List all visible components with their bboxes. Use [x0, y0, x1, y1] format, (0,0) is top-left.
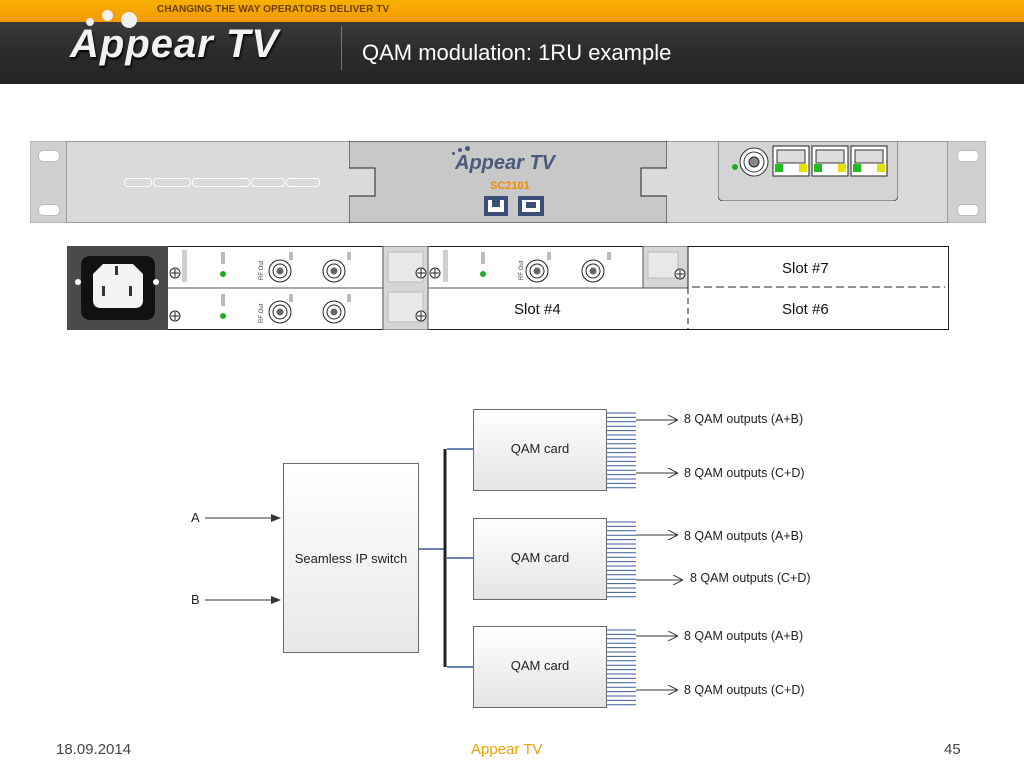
qam-output-label: 8 QAM outputs (C+D) — [684, 683, 805, 697]
vent-slot — [192, 178, 250, 187]
front-panel-logo: Appear TV — [455, 152, 556, 174]
slide-title: QAM modulation: 1RU example — [362, 40, 672, 65]
usb-port-icon — [484, 196, 508, 216]
qam-output-label: 8 QAM outputs (C+D) — [684, 466, 805, 480]
ear-mount-slot — [38, 204, 60, 216]
vent-slot — [153, 178, 191, 187]
front-center-bezel — [349, 141, 667, 223]
qam-card-label: QAM card — [510, 550, 570, 565]
header-divider — [341, 26, 342, 70]
logo-dot — [121, 12, 137, 28]
input-b-label: B — [191, 592, 200, 607]
vent-slot — [251, 178, 285, 187]
brand-logo: Appear TV — [70, 22, 280, 66]
front-io-panel — [718, 141, 898, 201]
ip-switch-block: Seamless IP switch — [283, 463, 419, 653]
logo-dot — [86, 18, 94, 26]
input-a-label: A — [191, 510, 200, 525]
rear-panel: RF Out RF Out RF Out — [67, 246, 949, 330]
power-socket-icon — [93, 264, 143, 308]
signal-flow-diagram — [205, 412, 1024, 706]
ear-mount-slot — [957, 204, 979, 216]
logo-dot — [102, 10, 113, 21]
qam-output-label: 8 QAM outputs (C+D) — [690, 571, 811, 585]
qam-output-label: 8 QAM outputs (A+B) — [684, 529, 804, 543]
page-number: 45 — [944, 741, 961, 758]
qam-output-label: 8 QAM outputs (A+B) — [684, 412, 804, 426]
console-port-icon — [518, 196, 544, 216]
qam-card-block: QAM card — [473, 626, 607, 708]
svg-text:RF Out: RF Out — [519, 260, 525, 280]
model-number: SC2101 — [490, 180, 530, 192]
header-tagline: CHANGING THE WAY OPERATORS DELIVER TV — [157, 4, 390, 15]
logo-dots-icon — [452, 144, 482, 156]
svg-text:RF Out: RF Out — [259, 303, 265, 323]
ear-mount-slot — [38, 150, 60, 162]
footer-date: 18.09.2014 — [56, 741, 132, 758]
qam-output-label: 8 QAM outputs (A+B) — [684, 629, 804, 643]
card-slot-3: RF Out — [428, 246, 689, 289]
card-slot-1: RF Out — [169, 250, 351, 283]
slot-6-label: Slot #6 — [782, 301, 829, 318]
qam-card-label: QAM card — [510, 441, 570, 456]
ip-switch-label: Seamless IP switch — [294, 551, 408, 566]
ear-mount-slot — [957, 150, 979, 162]
qam-card-label: QAM card — [510, 658, 570, 673]
qam-card-block: QAM card — [473, 409, 607, 491]
vent-slot — [124, 178, 152, 187]
card-slot-2: RF Out — [169, 294, 351, 324]
footer-brand: Appear TV — [471, 741, 543, 758]
slot-7-label: Slot #7 — [782, 260, 829, 277]
header-accent-strip — [0, 0, 1024, 22]
qam-card-block: QAM card — [473, 518, 607, 600]
vent-slot — [286, 178, 320, 187]
svg-text:RF Out: RF Out — [259, 260, 265, 280]
slot-4-label: Slot #4 — [514, 301, 561, 318]
header-bar: CHANGING THE WAY OPERATORS DELIVER TV Ap… — [0, 0, 1024, 84]
